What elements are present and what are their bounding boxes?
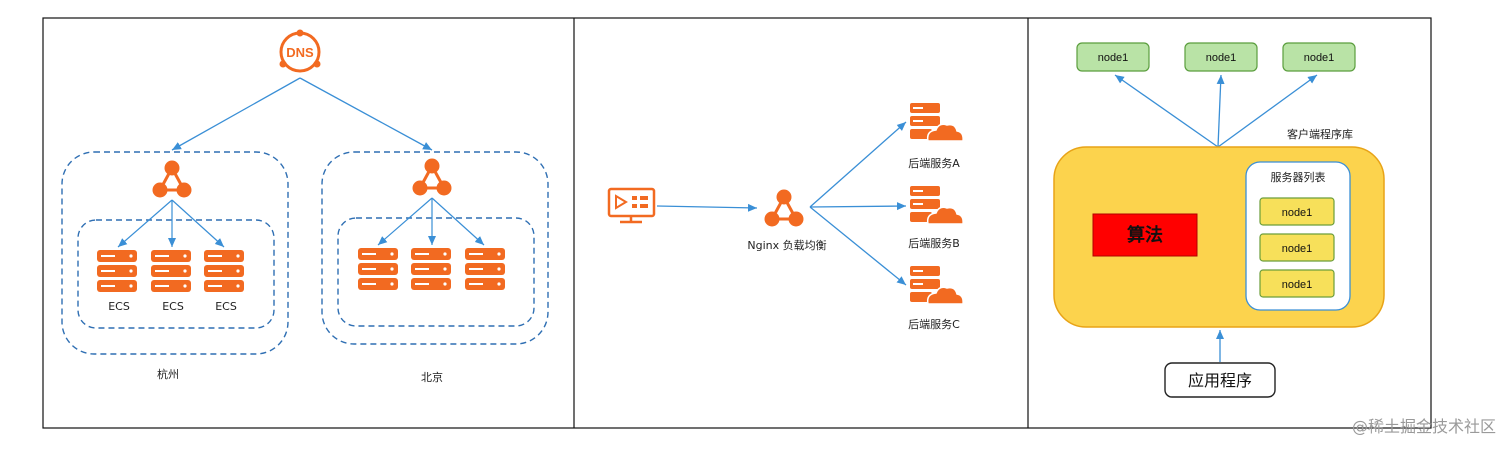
ecs-server-icon <box>151 250 191 292</box>
load-balancer-icon <box>151 159 193 199</box>
arrow-lib-to-node <box>1217 74 1318 148</box>
backend-server-icon <box>909 185 964 225</box>
application-box <box>1164 362 1276 398</box>
ecs-server-icon <box>204 250 244 292</box>
ecs-label: ECS <box>215 300 237 313</box>
ecs-label: ECS <box>162 300 184 313</box>
server-list-node-box <box>1259 269 1335 298</box>
ecs-label: ECS <box>108 300 130 313</box>
dns-icon: DNS <box>279 29 321 73</box>
arrow-dns-to-hangzhou <box>171 77 301 151</box>
server-icon <box>411 248 451 290</box>
server-icon <box>358 248 398 290</box>
region-hangzhou: ECS ECS ECS 杭州 <box>61 151 289 381</box>
top-node-label: node1 <box>1098 52 1129 64</box>
region-label-hangzhou: 杭州 <box>157 367 179 381</box>
algorithm-label: 算法 <box>1127 224 1163 246</box>
nginx-label: Nginx 负载均衡 <box>747 238 826 252</box>
panel-nginx: Nginx 负载均衡 后端服务A 后端服务B 后端服务C <box>607 102 964 331</box>
arrow-nginx-to-b <box>809 202 907 211</box>
region-beijing: 北京 <box>321 151 549 384</box>
arrow-dns-to-beijing <box>299 77 433 151</box>
top-node-label: node1 <box>1304 52 1335 64</box>
panel-client-library: node1 node1 node1 客户端程序库 算法 服务器列表 node1 … <box>1053 42 1385 398</box>
server-list-node-label: node1 <box>1282 207 1313 219</box>
server-list-node-box <box>1259 197 1335 226</box>
backend-label: 后端服务A <box>908 157 960 170</box>
arrow-nginx-to-c <box>809 206 907 286</box>
server-list-node-label: node1 <box>1282 279 1313 291</box>
arrow-nginx-to-a <box>809 121 907 208</box>
backend-label: 后端服务C <box>908 318 960 331</box>
server-list-node-box <box>1259 233 1335 262</box>
top-node-box <box>1184 42 1258 72</box>
ecs-server-icon <box>97 250 137 292</box>
arrow-lib-to-node <box>1216 74 1225 148</box>
client-library-label: 客户端程序库 <box>1287 127 1353 141</box>
nginx-load-balancer-icon <box>763 188 805 228</box>
outer-frame <box>42 17 1432 429</box>
backend-server-icon <box>909 265 964 305</box>
arrow-lib-to-node <box>1114 74 1219 148</box>
server-list-node-label: node1 <box>1282 243 1313 255</box>
dns-badge-label: DNS <box>286 45 314 60</box>
backend-server-icon <box>909 102 964 142</box>
top-node-box <box>1076 42 1150 72</box>
region-label-beijing: 北京 <box>421 370 443 384</box>
server-list-title: 服务器列表 <box>1271 170 1326 184</box>
screen-icon <box>607 187 656 224</box>
server-icon <box>465 248 505 290</box>
arrow-client-to-nginx <box>656 203 758 212</box>
algorithm-box <box>1092 213 1198 257</box>
top-node-box <box>1282 42 1356 72</box>
panel-dns: DNS ECS ECS ECS 杭州 <box>61 29 549 384</box>
application-label: 应用程序 <box>1188 371 1252 390</box>
load-balancer-icon <box>411 157 453 197</box>
backend-label: 后端服务B <box>908 237 960 250</box>
watermark-text: @稀土掘金技术社区 <box>1352 417 1496 436</box>
top-node-label: node1 <box>1206 52 1237 64</box>
